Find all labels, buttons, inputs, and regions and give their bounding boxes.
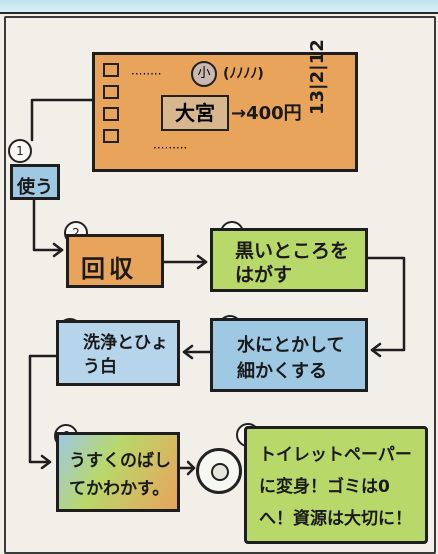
ticket-box: ········ 小 (ﾉﾉﾉﾉ) 大宮 →400円 ········· 13|… — [92, 39, 358, 172]
step-2-box: 回収 — [66, 234, 164, 288]
step-2-label: 回収 — [81, 255, 137, 283]
step-1-box: 使う — [10, 164, 60, 200]
step-7-box: トイレットペーパーに変身！ゴミは0へ！資源は大切に！ — [244, 426, 428, 544]
arrow-step5-to-step6 — [28, 354, 58, 464]
step-5-label: 洗浄とひょう白 — [83, 333, 168, 377]
toilet-paper-roll — [196, 448, 242, 494]
ticket-price: →400円 — [231, 103, 302, 124]
step-6-label: うすくのばしてかわかす。 — [69, 451, 171, 499]
step-4-label: 水にとかして細かくする — [237, 335, 345, 382]
roll-core — [211, 463, 229, 481]
arrow-ticket-to-step1 — [30, 98, 94, 142]
step-3-label: 黒いところをはがす — [235, 240, 350, 286]
ticket-station: 大宮 — [161, 95, 229, 131]
ticket-bottom-dots: ········· — [153, 141, 188, 155]
ticket-circle-mark: 小 — [191, 61, 217, 87]
step-6-box: うすくのばしてかわかす。 — [56, 432, 180, 512]
top-color-band — [0, 0, 438, 14]
ticket-squares — [103, 63, 119, 143]
step-4-box: 水にとかして細かくする — [210, 318, 368, 392]
arrow-step3-to-step4 — [366, 256, 406, 352]
step-3-box: 黒いところをはがす — [210, 228, 368, 292]
ticket-paren: (ﾉﾉﾉﾉ) — [223, 66, 264, 82]
step-1-label: 使う — [17, 177, 53, 198]
step-1-number: 1 — [8, 139, 32, 163]
step-5-box: 洗浄とひょう白 — [56, 320, 180, 386]
ticket-dots: ········ — [131, 67, 162, 81]
diagram-frame — [4, 16, 436, 554]
arrow-step1-to-step2 — [32, 198, 64, 252]
step-7-label: トイレットペーパーに変身！ゴミは0へ！資源は大切に！ — [259, 445, 412, 529]
